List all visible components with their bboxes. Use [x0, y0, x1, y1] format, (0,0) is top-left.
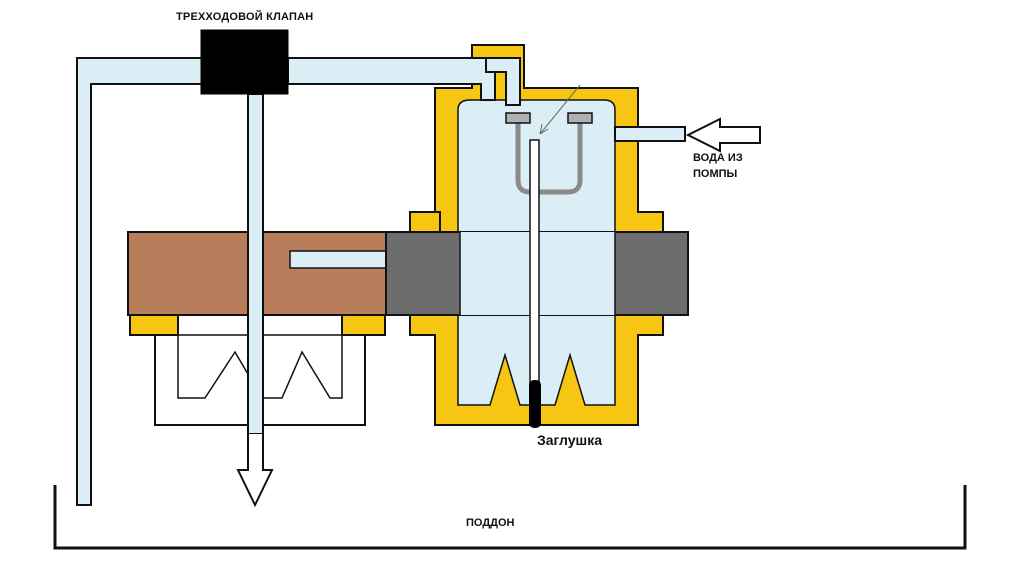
center-tube — [529, 139, 540, 386]
nozzle-left — [505, 112, 531, 124]
pointer-line — [539, 84, 581, 135]
nozzle-right — [567, 112, 593, 124]
plug-label: Заглушка — [537, 432, 602, 448]
inlet-pipe — [614, 126, 686, 142]
valve-drain-pipe — [247, 93, 264, 435]
tray-label: ПОДДОН — [466, 517, 515, 529]
right-casing-flange-left — [409, 211, 441, 233]
pointer-arrowhead-icon — [539, 123, 549, 135]
block-channel — [289, 250, 387, 269]
plug — [529, 380, 541, 428]
water-label-line1: ВОДА ИЗ — [693, 152, 743, 164]
drain-arrow-down-icon — [236, 434, 274, 508]
valve-label: ТРЕХХОДОВОЙ КЛАПАН — [176, 11, 314, 23]
inlet-arrow-left-icon — [685, 117, 761, 153]
supply-pipe-bend — [485, 57, 521, 106]
tray-outline — [53, 485, 967, 550]
three-way-valve — [200, 29, 289, 95]
u-tube — [515, 122, 583, 195]
water-label-line2: ПОМПЫ — [693, 168, 738, 180]
